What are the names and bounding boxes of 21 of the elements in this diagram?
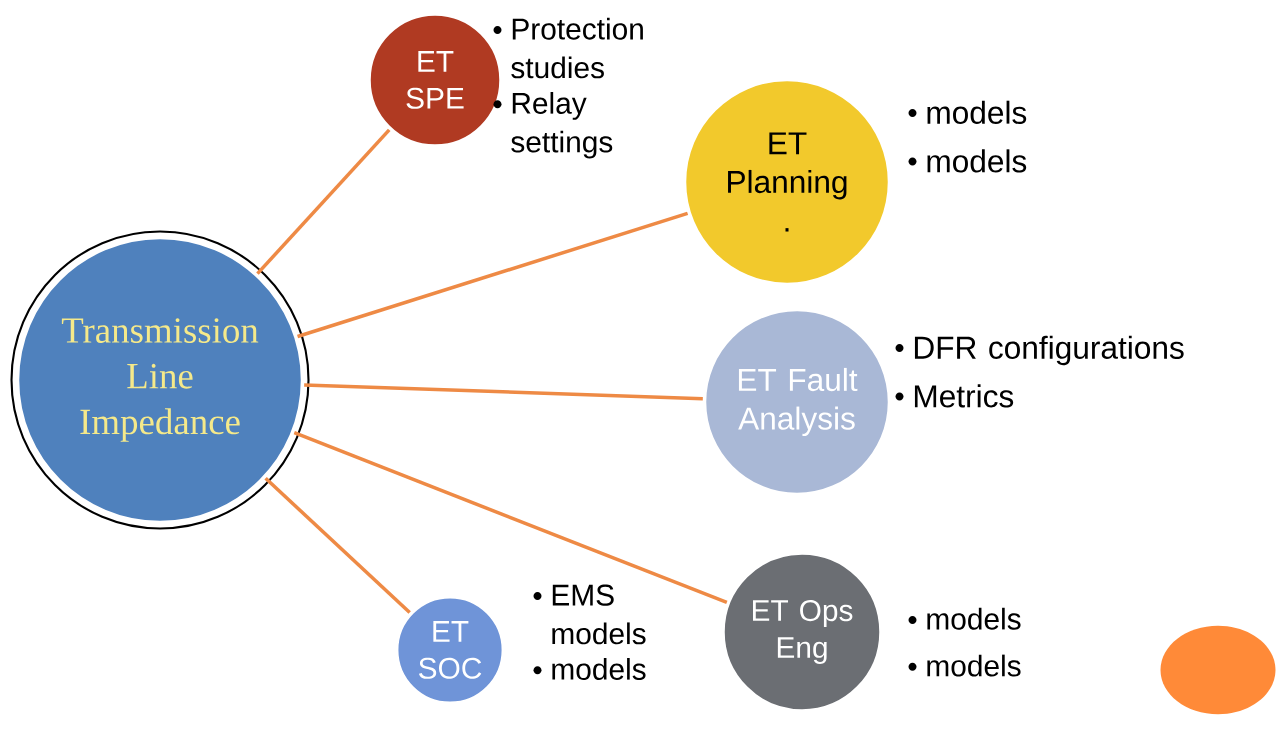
bullet-text: Relay settings bbox=[511, 92, 613, 159]
bullet-text: models bbox=[927, 607, 1021, 630]
bullet-text: Metrics bbox=[914, 384, 1014, 408]
bullet-text: DFR configurations bbox=[914, 335, 1184, 366]
circle-node: ET SPE bbox=[367, 12, 503, 148]
connector-line bbox=[256, 128, 391, 275]
connector-line bbox=[264, 477, 411, 614]
circle-node: Transmission Line Impedance bbox=[15, 235, 305, 525]
bullet-text: Protection studies bbox=[511, 17, 643, 79]
bullet-text: models bbox=[927, 654, 1021, 677]
connector-line bbox=[293, 431, 728, 605]
connector-line bbox=[304, 383, 703, 401]
circle-node: ET SOC bbox=[394, 594, 506, 706]
bullet-text: models bbox=[927, 149, 1027, 173]
ellipse-shape bbox=[1160, 625, 1276, 715]
connector-line bbox=[297, 211, 689, 339]
circle-node: ET Planning . bbox=[682, 77, 892, 287]
bullet-text: models bbox=[552, 658, 646, 680]
circle-node: ET Ops Eng bbox=[721, 551, 883, 713]
bullet-text: models bbox=[927, 100, 1027, 124]
circle-node: ET Fault Analysis bbox=[702, 307, 892, 497]
